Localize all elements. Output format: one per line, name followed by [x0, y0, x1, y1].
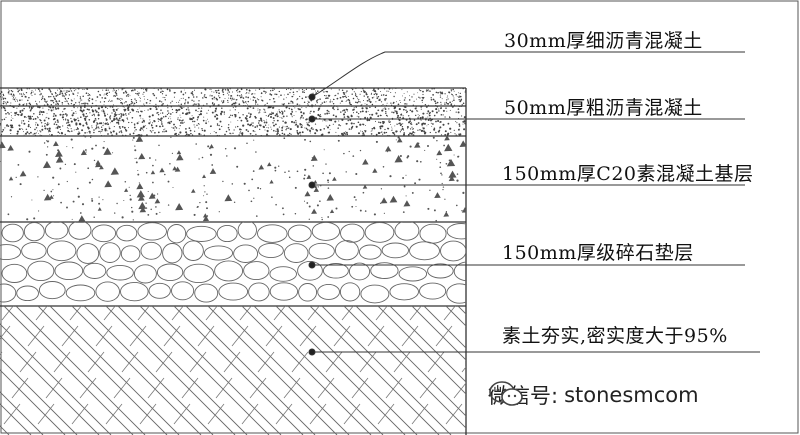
watermark-account: stonesmcom — [564, 383, 699, 407]
leader-lines — [308, 51, 760, 356]
watermark-prefix: 微信号: — [488, 384, 559, 408]
coarse-asphalt-layer — [0, 106, 466, 136]
label-concrete-base: 150mm厚C20素混凝土基层 — [502, 163, 754, 185]
label-coarse-asphalt: 50mm厚粗沥青混凝土 — [504, 97, 703, 119]
leader-gravel-cushion — [308, 261, 745, 269]
label-fine-asphalt: 30mm厚细沥青混凝土 — [504, 30, 703, 52]
leader-soil — [308, 348, 760, 356]
label-gravel-cushion: 150mm厚级碎石垫层 — [502, 242, 694, 264]
leader-coarse-asphalt — [308, 115, 745, 123]
concrete-base-layer — [0, 136, 466, 222]
compacted-soil-layer — [0, 306, 466, 435]
fine-asphalt-layer — [0, 88, 466, 106]
leader-concrete-base — [308, 181, 745, 189]
gravel-cushion-layer — [0, 222, 466, 304]
watermark: 微信号:stonesmcom — [488, 380, 699, 410]
leader-fine-asphalt — [308, 51, 745, 101]
label-soil: 素土夯实,密实度大于95% — [502, 325, 728, 347]
wechat-icon — [489, 381, 523, 406]
